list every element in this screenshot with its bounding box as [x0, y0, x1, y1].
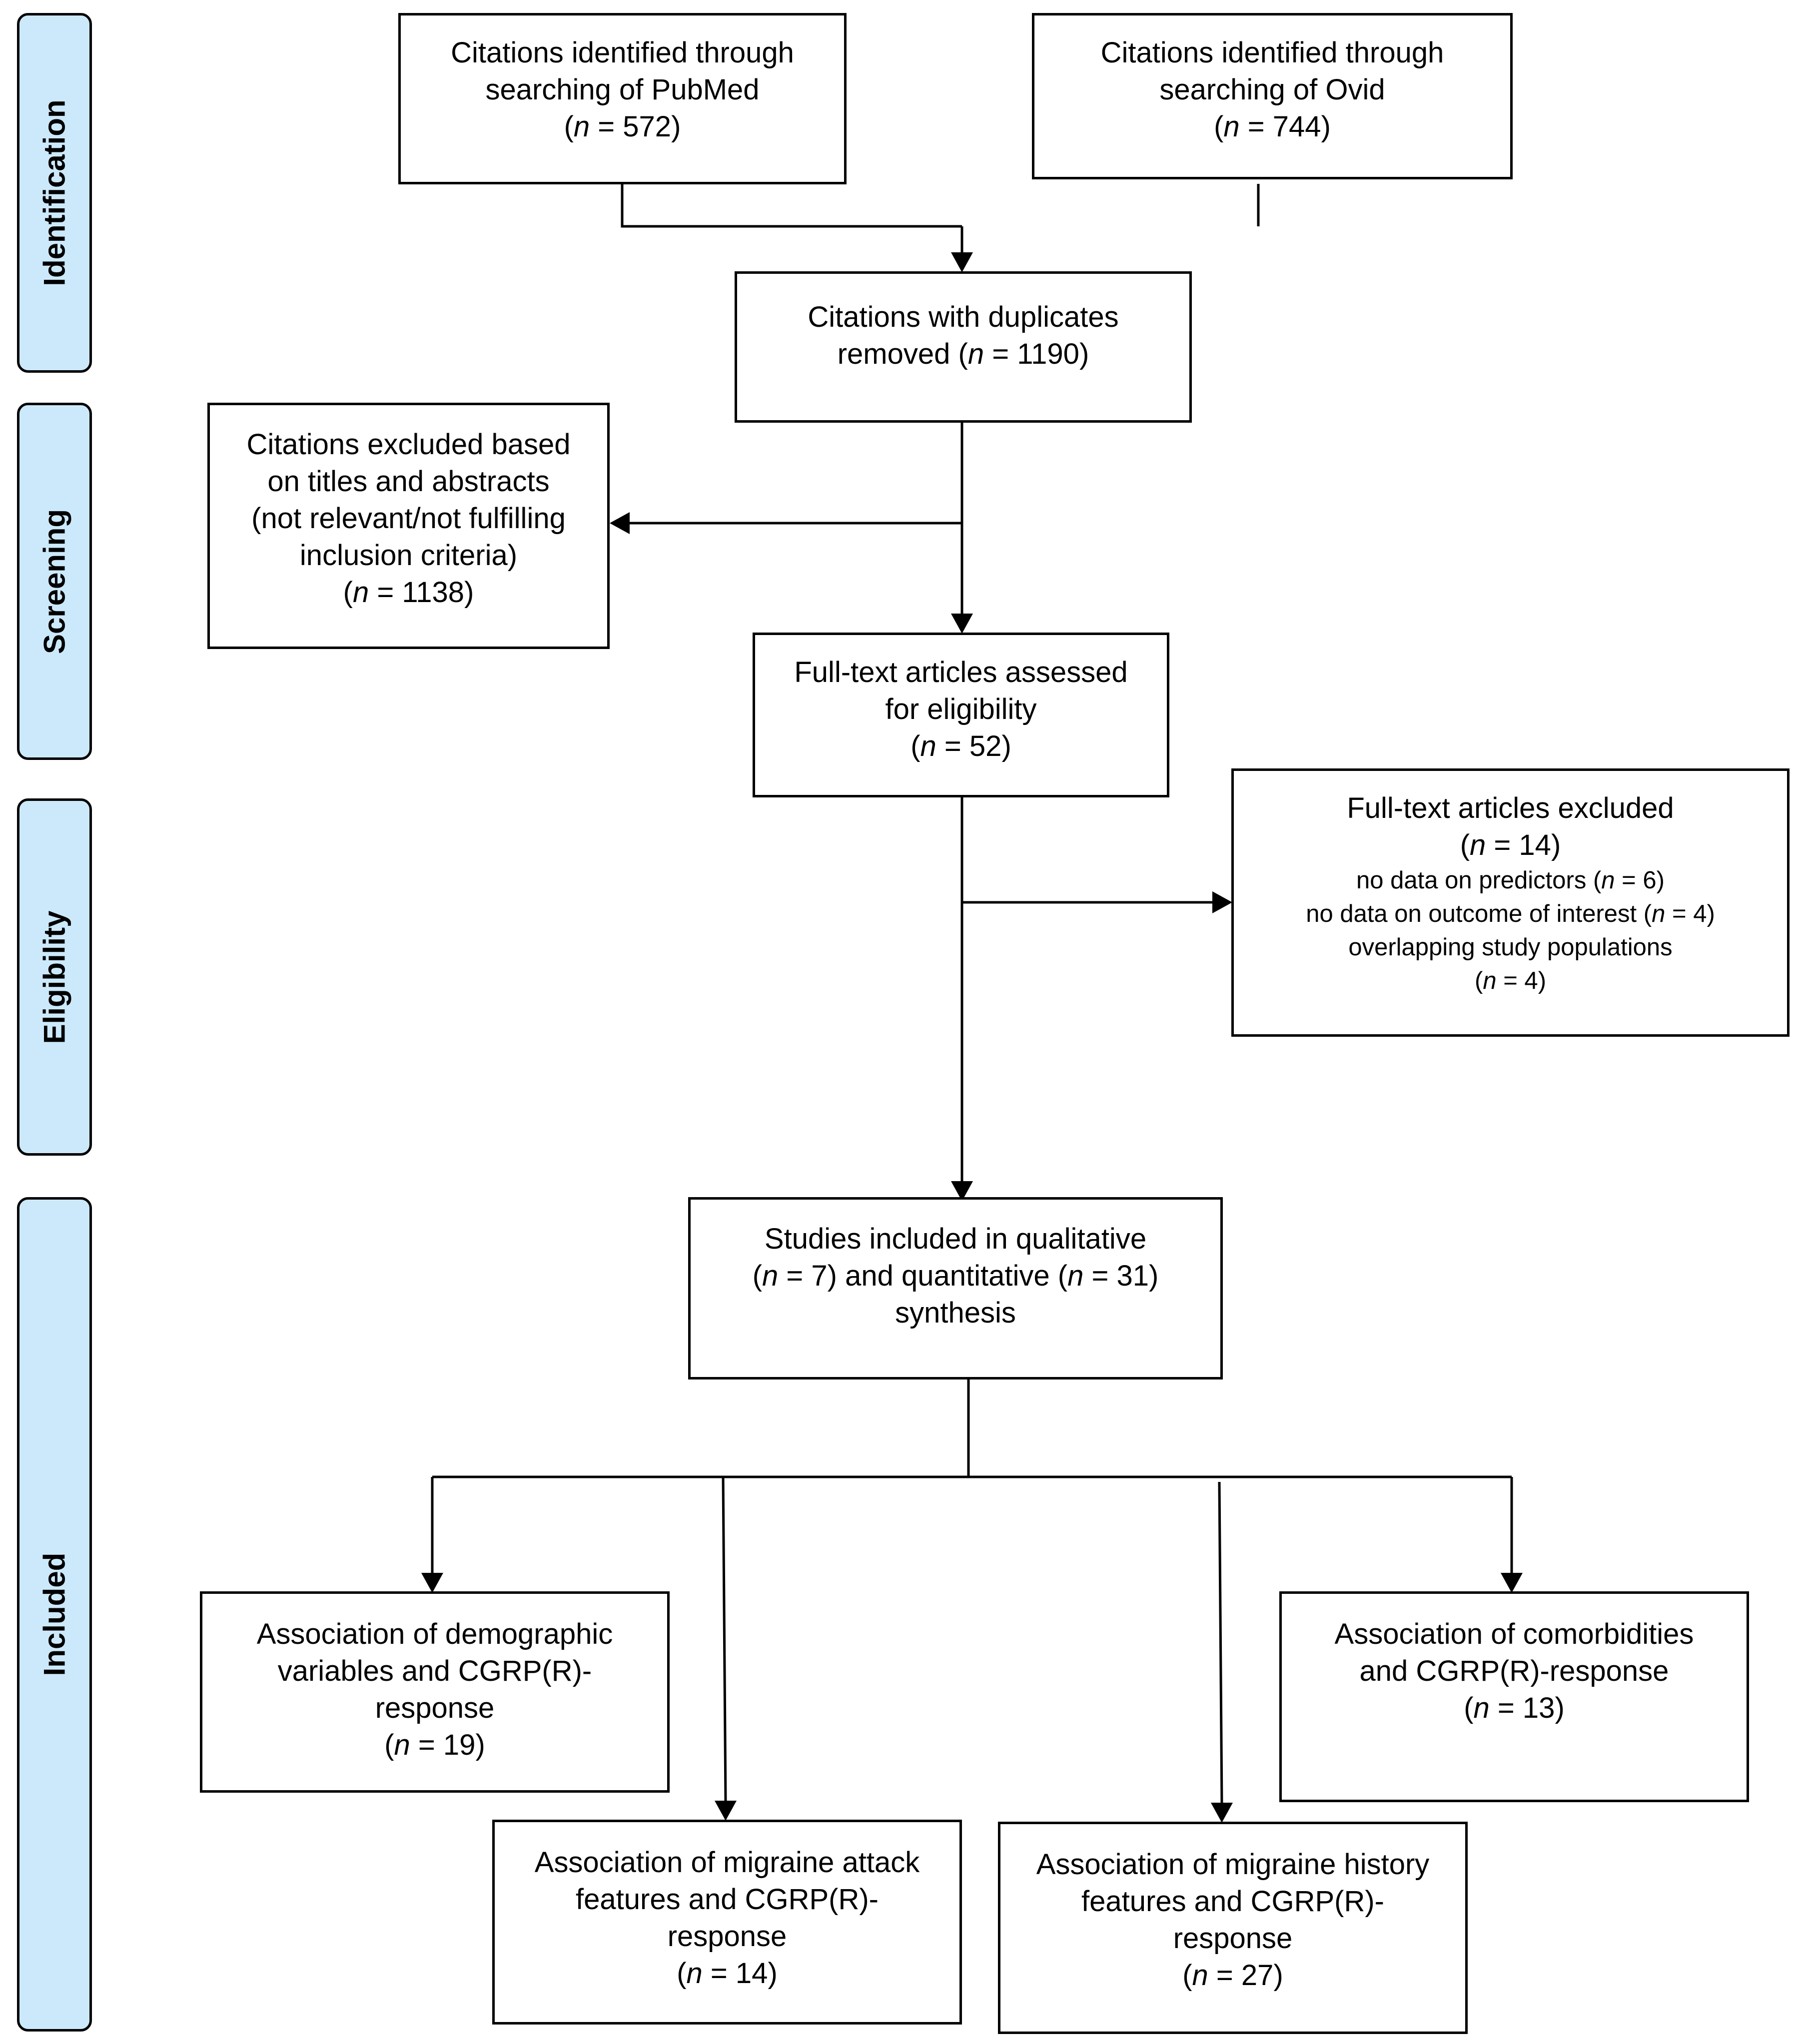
reason-no-predictors: no data on predictors (n = 6): [1356, 867, 1665, 894]
stage-identification: Identification: [17, 13, 92, 373]
pubmed-count: (n = 572): [564, 110, 681, 143]
attack-line-1: Association of migraine attack: [534, 1846, 920, 1879]
box-demographic: Association of demographic variables and…: [200, 1591, 670, 1793]
history-count: (n = 27): [1182, 1959, 1283, 1992]
box-migraine-history: Association of migraine history features…: [998, 1822, 1468, 2034]
box-duplicates-removed: Citations with duplicates removed (n = 1…: [735, 271, 1192, 423]
history-line-1: Association of migraine history: [1036, 1848, 1430, 1881]
arrowhead-fulltext: [951, 614, 973, 634]
box-migraine-attack: Association of migraine attack features …: [492, 1820, 962, 2025]
fulltext-count: (n = 52): [910, 730, 1011, 762]
demographic-line-1: Association of demographic: [256, 1618, 613, 1650]
pubmed-line-1: Citations identified through: [451, 36, 794, 69]
comorbidities-line-2: and CGRP(R)-response: [1359, 1655, 1669, 1687]
box-fulltext-excluded: Full-text articles excluded (n = 14) no …: [1231, 768, 1790, 1037]
box-fulltext-assessed: Full-text articles assessed for eligibil…: [753, 633, 1169, 797]
comorbidities-count: (n = 13): [1464, 1692, 1565, 1724]
demographic-line-2: variables and CGRP(R)-: [277, 1655, 592, 1687]
box-comorbidities: Association of comorbidities and CGRP(R)…: [1279, 1591, 1749, 1802]
arrowhead-comorbidities: [1501, 1573, 1523, 1593]
excluded-titles-line-1: Citations excluded based: [246, 428, 571, 461]
ovid-line-1: Citations identified through: [1100, 36, 1444, 69]
box-excluded-titles: Citations excluded based on titles and a…: [207, 403, 610, 649]
included-line-1: Studies included in qualitative: [764, 1223, 1147, 1255]
arrowhead-attack: [715, 1801, 737, 1821]
stage-screening: Screening: [17, 403, 92, 760]
duplicates-line-1: Citations with duplicates: [808, 301, 1119, 333]
attack-count: (n = 14): [677, 1957, 778, 1990]
excluded-titles-line-3: (not relevant/not fulfilling: [251, 502, 566, 535]
arrowhead-excluded-titles: [610, 512, 630, 534]
history-line-3: response: [1173, 1922, 1293, 1955]
comorbidities-line-1: Association of comorbidities: [1334, 1618, 1694, 1650]
arrowhead-included: [951, 1181, 973, 1201]
arrowhead-duplicates: [951, 252, 973, 272]
reason-overlapping: overlapping study populations: [1348, 934, 1673, 961]
ovid-line-2: searching of Ovid: [1159, 73, 1385, 106]
history-line-2: features and CGRP(R)-: [1081, 1885, 1384, 1918]
fulltext-line-2: for eligibility: [885, 693, 1037, 725]
duplicates-line-2: removed (n = 1190): [837, 338, 1089, 370]
fulltext-excluded-count: (n = 14): [1460, 829, 1561, 861]
stage-eligibility: Eligibility: [17, 798, 92, 1156]
attack-line-3: response: [667, 1920, 787, 1953]
box-ovid: Citations identified through searching o…: [1032, 13, 1513, 179]
included-line-2: (n = 7) and quantitative (n = 31): [752, 1260, 1159, 1292]
connector-attack: [722, 1476, 727, 1802]
included-line-3: synthesis: [895, 1297, 1016, 1329]
pubmed-line-2: searching of PubMed: [485, 73, 760, 106]
attack-line-2: features and CGRP(R)-: [576, 1883, 879, 1916]
stage-included: Included: [17, 1197, 92, 2032]
arrowhead-history: [1211, 1803, 1233, 1823]
excluded-titles-count: (n = 1138): [343, 576, 474, 609]
reason-overlapping-count: (n = 4): [1474, 967, 1547, 994]
excluded-titles-line-4: inclusion criteria): [299, 539, 518, 572]
connector-history: [1218, 1481, 1223, 1804]
fulltext-excluded-line-1: Full-text articles excluded: [1347, 792, 1674, 824]
arrowhead-fulltext-excluded: [1212, 891, 1232, 913]
box-pubmed: Citations identified through searching o…: [398, 13, 847, 184]
excluded-titles-line-2: on titles and abstracts: [267, 465, 550, 498]
box-studies-included: Studies included in qualitative (n = 7) …: [688, 1197, 1223, 1379]
connector-pubmed: [621, 184, 962, 228]
fulltext-line-1: Full-text articles assessed: [794, 656, 1128, 688]
ovid-count: (n = 744): [1214, 110, 1331, 143]
arrowhead-demographic: [421, 1573, 443, 1593]
reason-no-outcome: no data on outcome of interest (n = 4): [1306, 900, 1715, 927]
demographic-count: (n = 19): [384, 1729, 485, 1761]
demographic-line-3: response: [375, 1692, 495, 1724]
